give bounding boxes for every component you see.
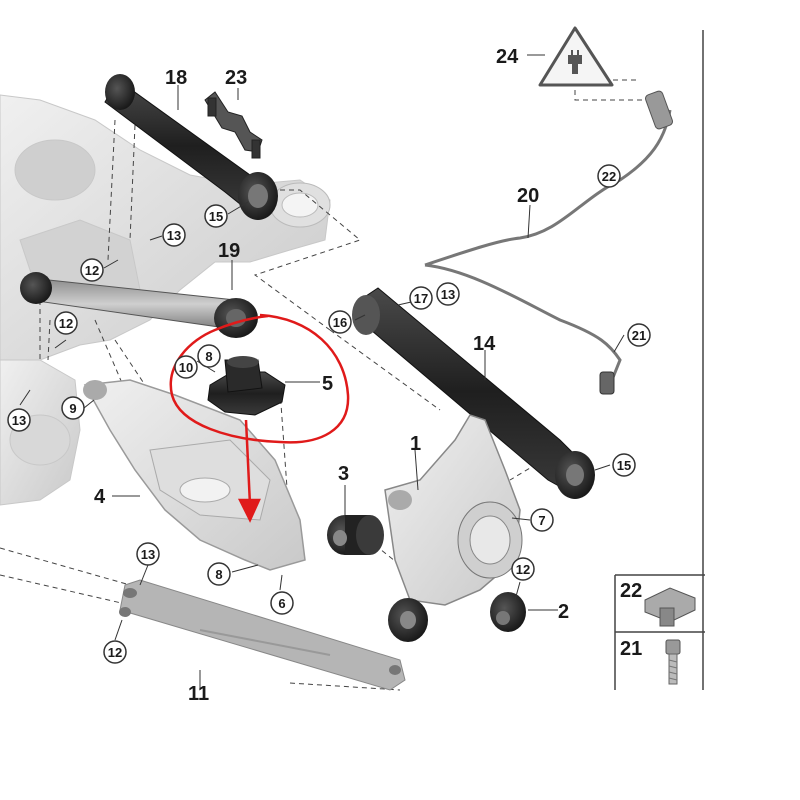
- svg-text:9: 9: [69, 401, 76, 416]
- svg-text:12: 12: [108, 645, 122, 660]
- svg-text:13: 13: [167, 228, 181, 243]
- callout-11: 11: [188, 683, 209, 705]
- callout-3: 3: [338, 463, 349, 485]
- circled-callout-12c: 12: [511, 557, 535, 581]
- callout-2: 2: [558, 601, 569, 623]
- callout-21-legend: 21: [620, 638, 642, 660]
- callout-leaders: [19, 54, 625, 690]
- wishbone-4: [83, 379, 306, 571]
- sensor-wire-20: [424, 90, 673, 395]
- circled-callout-10: 10: [174, 355, 198, 379]
- wheel-carrier-1: [384, 414, 523, 606]
- circled-callout-12a: 12: [80, 258, 104, 282]
- circled-callout-12b: 12: [54, 311, 78, 335]
- svg-text:15: 15: [617, 458, 631, 473]
- svg-text:10: 10: [179, 360, 193, 375]
- callout-4: 4: [94, 486, 106, 508]
- bushing-lower: [388, 598, 428, 642]
- plain-callouts: 18 23 19 24 20 14 5 1 3 4 2 22 21 11: [94, 46, 642, 705]
- circled-callouts: 15 13 12 12 13 9 8 10 16 17 13 22 21 15 …: [7, 164, 651, 664]
- circled-callout-17: 17: [409, 286, 433, 310]
- svg-text:6: 6: [278, 596, 285, 611]
- circled-callout-9: 9: [61, 396, 85, 420]
- svg-text:7: 7: [538, 513, 545, 528]
- callout-24: 24: [496, 46, 519, 68]
- circled-callout-7: 7: [530, 508, 554, 532]
- callout-19: 19: [218, 240, 240, 262]
- callout-23: 23: [225, 67, 247, 89]
- circled-callout-8b: 8: [207, 562, 231, 586]
- circled-callout-13a: 13: [162, 223, 186, 247]
- svg-text:8: 8: [205, 349, 212, 364]
- callout-22-legend: 22: [620, 580, 642, 602]
- control-arm-18: [104, 74, 278, 220]
- crossmember-11: [119, 579, 406, 691]
- svg-text:16: 16: [333, 315, 347, 330]
- circled-callout-21a: 21: [627, 323, 651, 347]
- circled-callout-22a: 22: [597, 164, 621, 188]
- circled-callout-13d: 13: [136, 542, 160, 566]
- svg-text:12: 12: [59, 316, 73, 331]
- red-annotation: [169, 313, 350, 523]
- svg-text:12: 12: [85, 263, 99, 278]
- circled-callout-6: 6: [270, 591, 294, 615]
- svg-text:17: 17: [414, 291, 428, 306]
- circled-callout-13b: 13: [7, 408, 31, 432]
- circled-callout-16: 16: [328, 310, 352, 334]
- svg-text:22: 22: [602, 169, 616, 184]
- bushing-3: [327, 515, 384, 555]
- svg-text:12: 12: [516, 562, 530, 577]
- circled-callout-15a: 15: [204, 204, 228, 228]
- svg-text:13: 13: [12, 413, 26, 428]
- control-arm-14: [352, 287, 595, 499]
- legend-box: [614, 30, 705, 690]
- callout-20: 20: [517, 185, 539, 207]
- circled-callout-8a: 8: [197, 344, 221, 368]
- svg-text:15: 15: [209, 209, 223, 224]
- svg-text:13: 13: [141, 547, 155, 562]
- circled-callout-13c: 13: [436, 282, 460, 306]
- bolt-21-icon: [665, 639, 681, 685]
- svg-text:8: 8: [215, 567, 222, 582]
- callout-5: 5: [322, 373, 333, 395]
- callout-14: 14: [473, 333, 496, 355]
- circled-callout-12d: 12: [103, 640, 127, 664]
- mount-5: [207, 356, 286, 416]
- svg-text:21: 21: [632, 328, 646, 343]
- callout-1: 1: [410, 433, 421, 455]
- control-arm-19: [20, 272, 258, 338]
- clip-22-icon: [644, 587, 696, 627]
- callout-18: 18: [165, 67, 187, 89]
- circled-callout-15b: 15: [612, 453, 636, 477]
- svg-text:13: 13: [441, 287, 455, 302]
- bushing-2: [490, 592, 526, 632]
- caution-triangle-icon: [538, 26, 614, 87]
- bracket-23: [204, 91, 263, 159]
